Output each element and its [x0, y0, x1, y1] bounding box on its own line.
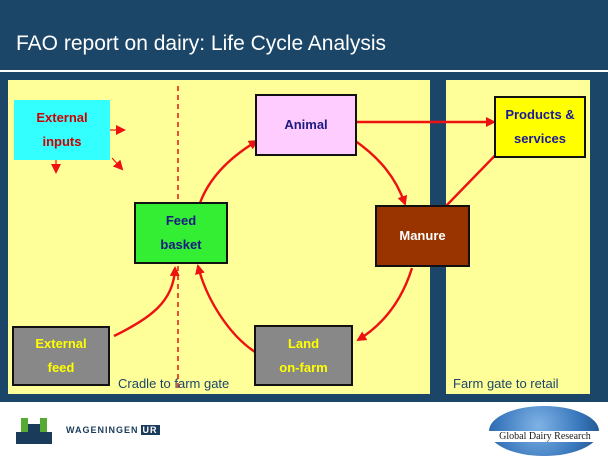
farm-gate-to-retail-caption: Farm gate to retail	[453, 376, 559, 391]
external-inputs-box: External inputs	[14, 100, 110, 160]
arrow-feed-basket-to-animal	[198, 139, 259, 204]
global-dairy-research-logo-text: Global Dairy Research	[485, 431, 605, 442]
wageningen-logo-icon	[16, 418, 52, 444]
products-services-box: Products & services	[494, 96, 586, 158]
arrow-land-to-feed-basket	[195, 264, 256, 353]
title-divider	[0, 70, 608, 72]
arrow-external-feed-to-feed-basket	[113, 266, 180, 338]
arrow-manure-to-land	[356, 267, 414, 342]
wageningen-name: WAGENINGEN	[66, 425, 139, 435]
animal-box: Animal	[255, 94, 357, 156]
cradle-to-farm-gate-caption: Cradle to farm gate	[118, 376, 230, 391]
land-on-farm-box: Land on-farm	[254, 325, 353, 386]
arrow-animal-to-manure	[353, 139, 408, 206]
wageningen-ur: UR	[140, 425, 160, 435]
manure-box: Manure	[375, 205, 470, 267]
slide-title: FAO report on dairy: Life Cycle Analysis	[16, 32, 386, 55]
title-bar: FAO report on dairy: Life Cycle Analysis	[0, 0, 608, 70]
arrow-inputs-diag	[111, 157, 124, 171]
external-feed-box: External feed	[12, 326, 110, 386]
feed-basket-box: Feed basket	[134, 202, 228, 264]
